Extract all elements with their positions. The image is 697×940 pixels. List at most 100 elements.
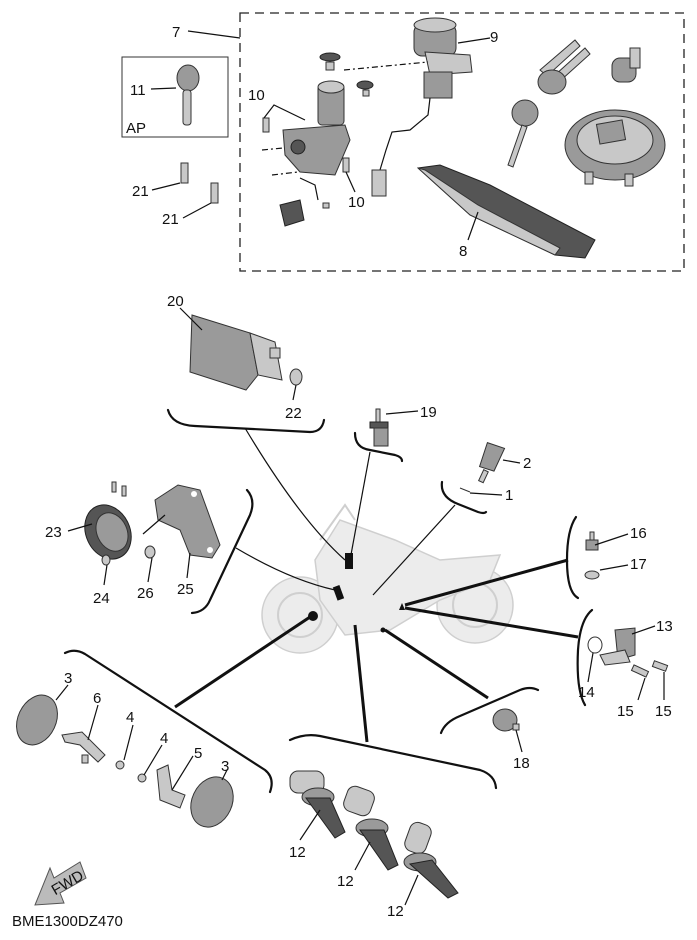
callout-12b: 12 (337, 873, 354, 890)
main-switch-assembly (279, 52, 374, 227)
fuel-tank-cap (564, 109, 666, 187)
leader-13 (631, 625, 656, 635)
bracket-reflector-group (63, 649, 273, 794)
leader-24 (103, 564, 108, 586)
horn-dash (142, 514, 166, 535)
injector-12a (289, 770, 346, 839)
callout-19: 19 (420, 404, 437, 421)
callout-24: 24 (93, 590, 110, 607)
callout-1: 1 (505, 487, 513, 504)
callout-13: 13 (656, 618, 673, 635)
callout-11: 11 (130, 82, 146, 99)
leader-20 (179, 307, 203, 331)
leader-2 (502, 459, 521, 464)
seat-lock-dash (343, 61, 429, 71)
leader-line-20-group (244, 427, 346, 561)
leader-14 (587, 652, 594, 683)
sensor-19 (369, 408, 389, 447)
leader-19 (385, 410, 419, 415)
sensor-16 (585, 531, 599, 551)
leader-22 (292, 384, 297, 401)
callout-21a: 21 (132, 183, 149, 200)
leader-18 (515, 729, 523, 753)
callout-4a: 4 (126, 709, 134, 726)
screw-10b (342, 157, 350, 173)
callout-3a: 3 (64, 670, 72, 687)
callout-9: 9 (490, 29, 498, 46)
seat-lock-9 (371, 17, 473, 197)
leader-line-18-group (384, 628, 489, 700)
leader-11 (150, 87, 177, 90)
screw-10a (262, 117, 270, 133)
leader-21a-dash (261, 147, 284, 151)
callout-18: 18 (513, 755, 530, 772)
bracket-19-group (353, 431, 404, 463)
bracket-1-2-group (440, 480, 488, 515)
callout-12c: 12 (387, 903, 404, 920)
horn-bracket-25 (154, 484, 221, 559)
callout-15a: 15 (617, 703, 634, 720)
bolt-15b (651, 660, 669, 672)
injector-12c (403, 821, 459, 899)
callout-16: 16 (630, 525, 647, 542)
callout-25: 25 (177, 581, 194, 598)
bracket-18-group (439, 686, 540, 735)
ecu-bracket-20 (189, 314, 283, 391)
bolt-21a (180, 162, 189, 184)
leader-26 (147, 557, 153, 583)
bolt-26 (144, 545, 156, 559)
callout-17: 17 (630, 556, 647, 573)
bolt-15a (630, 664, 650, 678)
bolt-21b (210, 182, 219, 204)
reflector-stay-6 (61, 731, 106, 764)
leader-12b (354, 841, 371, 871)
horn-23 (84, 481, 132, 560)
part-marker (345, 553, 353, 569)
kit-group-box (239, 12, 685, 272)
bracket-horn-group (190, 488, 254, 615)
nut-4b (137, 773, 147, 783)
bolt-22 (289, 368, 303, 386)
leader-21b-dash (271, 171, 299, 176)
leader-4b (143, 744, 163, 776)
bolt-24 (101, 554, 111, 566)
blank-key-11 (176, 64, 200, 126)
ap-label: AP (126, 120, 146, 137)
nut-4a (115, 760, 125, 770)
leader-10a (263, 104, 306, 121)
leader-line-horn-group (235, 547, 336, 591)
bracket-16-17-group (565, 515, 580, 600)
leader-6 (87, 704, 99, 741)
reflector-3a (16, 694, 58, 746)
key-set (507, 39, 591, 168)
leader-line-16-17-group (404, 558, 569, 607)
leader-3a (55, 684, 69, 701)
motorcycle-outline (261, 503, 514, 654)
sensor-2 (477, 442, 506, 484)
leader-3b (221, 769, 228, 781)
callout-10b: 10 (348, 194, 365, 211)
bracket-20-group (166, 408, 326, 434)
callout-14: 14 (578, 684, 595, 701)
leader-17 (599, 564, 629, 571)
ap-box (121, 56, 229, 138)
callout-15b: 15 (655, 703, 672, 720)
fwd-arrow-icon: FWD (34, 861, 87, 906)
sensor-13 (599, 627, 636, 666)
callout-2: 2 (523, 455, 531, 472)
callout-4b: 4 (160, 730, 168, 747)
injector-12b (343, 785, 399, 871)
bracket-injector-group (288, 734, 498, 790)
sensor-18 (492, 708, 520, 732)
bracket-13-group (576, 608, 594, 707)
o-ring-14 (587, 636, 603, 654)
leader-line-19-group (349, 451, 371, 561)
leader-line-reflector-group (174, 615, 311, 709)
callout-7: 7 (172, 24, 180, 41)
leader-line-injector-group (353, 624, 369, 743)
callout-5: 5 (194, 745, 202, 762)
leader-line-1-2-group (372, 504, 456, 596)
leader-9 (457, 37, 491, 44)
leader-1 (469, 492, 503, 496)
